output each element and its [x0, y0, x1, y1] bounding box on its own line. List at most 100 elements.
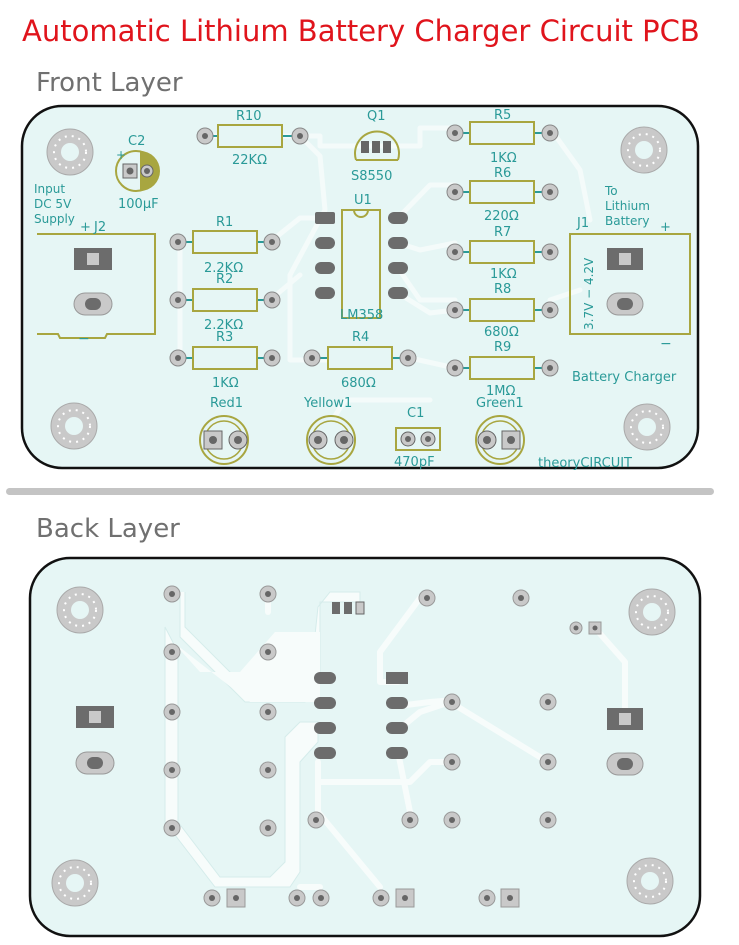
- pad: [443, 811, 461, 829]
- c2-ref-label: C2: [128, 134, 145, 149]
- r7-value-label: 1KΩ: [490, 267, 517, 282]
- svg-text:+: +: [116, 148, 126, 162]
- r10-ref-label: R10: [236, 109, 262, 124]
- pad: [259, 585, 277, 603]
- u1-value-label: LM358: [340, 308, 383, 323]
- pad: [163, 703, 181, 721]
- back-layer-heading: Back Layer: [36, 514, 180, 544]
- output-note-line3: Battery: [605, 214, 649, 228]
- battery-charger-label: Battery Charger: [572, 370, 677, 385]
- led-yellow1: Yellow1: [303, 396, 356, 465]
- c1-ref-label: C1: [407, 406, 424, 421]
- front-layer-heading: Front Layer: [36, 68, 183, 98]
- page-title: Automatic Lithium Battery Charger Circui…: [22, 14, 700, 48]
- resistor-r5: R5 1KΩ: [446, 108, 559, 166]
- resistor-r2: R2 2.2KΩ: [169, 272, 281, 333]
- pad: [203, 889, 221, 907]
- back-mounting-holes: [51, 586, 676, 907]
- ic-u1: U1 LM358: [315, 193, 408, 323]
- r9-value-label: 1MΩ: [486, 384, 515, 399]
- connector-j2: Input DC 5V Supply + J2 −: [34, 182, 156, 347]
- capacitor-c2: + C2 100µF: [115, 134, 160, 212]
- pad: [401, 811, 419, 829]
- pad: [512, 589, 530, 607]
- credit-label: theoryCIRCUIT: [538, 456, 632, 471]
- back-connector-pads: [75, 706, 644, 776]
- input-note-line1: Input: [34, 182, 65, 196]
- transistor-q1: Q1 S8550: [351, 109, 400, 184]
- pad: [443, 693, 461, 711]
- led-red1: Red1: [199, 396, 249, 465]
- mounting-hole: [56, 586, 104, 634]
- capacitor-c1: C1 470pF: [394, 406, 441, 470]
- pad: [259, 703, 277, 721]
- resistor-r7: R7 1KΩ: [446, 225, 559, 282]
- red1-label: Red1: [210, 396, 243, 411]
- resistor-r3: R3 1KΩ: [169, 330, 281, 391]
- r4-ref-label: R4: [352, 330, 369, 345]
- mounting-hole: [51, 859, 99, 907]
- r1-value-label: 2.2KΩ: [204, 261, 243, 276]
- front-layer-pcb: + C2 100µF R10 22KΩ Q1 S8550 R5 1KΩ R6: [20, 104, 700, 471]
- green1-label: Green1: [476, 396, 524, 411]
- j2-minus-sign: −: [78, 331, 90, 347]
- c2-value-label: 100µF: [118, 197, 159, 212]
- mounting-hole: [626, 857, 674, 905]
- back-pads: [163, 585, 602, 908]
- resistor-r6: R6 220Ω: [446, 166, 559, 224]
- output-note-line2: Lithium: [605, 199, 650, 213]
- resistor-r8: R8 680Ω: [446, 282, 559, 340]
- mounting-hole: [623, 403, 671, 451]
- r6-value-label: 220Ω: [484, 209, 519, 224]
- u1-ref-label: U1: [354, 193, 372, 208]
- pad: [312, 889, 330, 907]
- r2-ref-label: R2: [216, 272, 233, 287]
- input-note-line2: DC 5V: [34, 197, 72, 211]
- pad: [539, 753, 557, 771]
- resistor-r1: R1 2.2KΩ: [169, 215, 281, 276]
- r10-value-label: 22KΩ: [232, 153, 267, 168]
- mounting-hole: [628, 588, 676, 636]
- front-mounting-holes: [46, 126, 671, 451]
- resistor-r9: R9 1MΩ: [446, 340, 559, 399]
- r5-value-label: 1KΩ: [490, 151, 517, 166]
- j1-minus-sign: −: [660, 336, 672, 352]
- r3-ref-label: R3: [216, 330, 233, 345]
- j2-ref-label: J2: [93, 220, 106, 235]
- output-note-line1: To: [604, 184, 618, 198]
- q1-value-label: S8550: [351, 169, 392, 184]
- pad: [163, 761, 181, 779]
- pad: [288, 889, 306, 907]
- r4-value-label: 680Ω: [341, 376, 376, 391]
- pad: [500, 888, 520, 908]
- yellow1-label: Yellow1: [303, 396, 352, 411]
- resistor-r4: R4 680Ω: [303, 330, 417, 391]
- mounting-hole: [50, 402, 98, 450]
- pad: [259, 643, 277, 661]
- mounting-hole: [620, 126, 668, 174]
- led-green1: Green1: [475, 396, 525, 465]
- mounting-hole: [46, 128, 94, 176]
- r1-ref-label: R1: [216, 215, 233, 230]
- r3-value-label: 1KΩ: [212, 376, 239, 391]
- r2-value-label: 2.2KΩ: [204, 318, 243, 333]
- r5-ref-label: R5: [494, 108, 511, 123]
- pad: [163, 643, 181, 661]
- r8-value-label: 680Ω: [484, 325, 519, 340]
- r9-ref-label: R9: [494, 340, 511, 355]
- resistor-r10: R10 22KΩ: [196, 109, 309, 168]
- c1-value-label: 470pF: [394, 455, 435, 470]
- r7-ref-label: R7: [494, 225, 511, 240]
- connector-j1: To Lithium Battery J1 + − 3.7V − 4.2V: [569, 184, 691, 352]
- pad: [163, 819, 181, 837]
- pad: [588, 621, 602, 635]
- r6-ref-label: R6: [494, 166, 511, 181]
- pad: [478, 889, 496, 907]
- j2-plus-sign: +: [80, 220, 91, 235]
- back-layer-pcb: [28, 556, 702, 938]
- pad: [259, 761, 277, 779]
- pad: [418, 589, 436, 607]
- j1-plus-sign: +: [660, 220, 671, 235]
- pad: [443, 753, 461, 771]
- back-ic-pads: [314, 672, 408, 759]
